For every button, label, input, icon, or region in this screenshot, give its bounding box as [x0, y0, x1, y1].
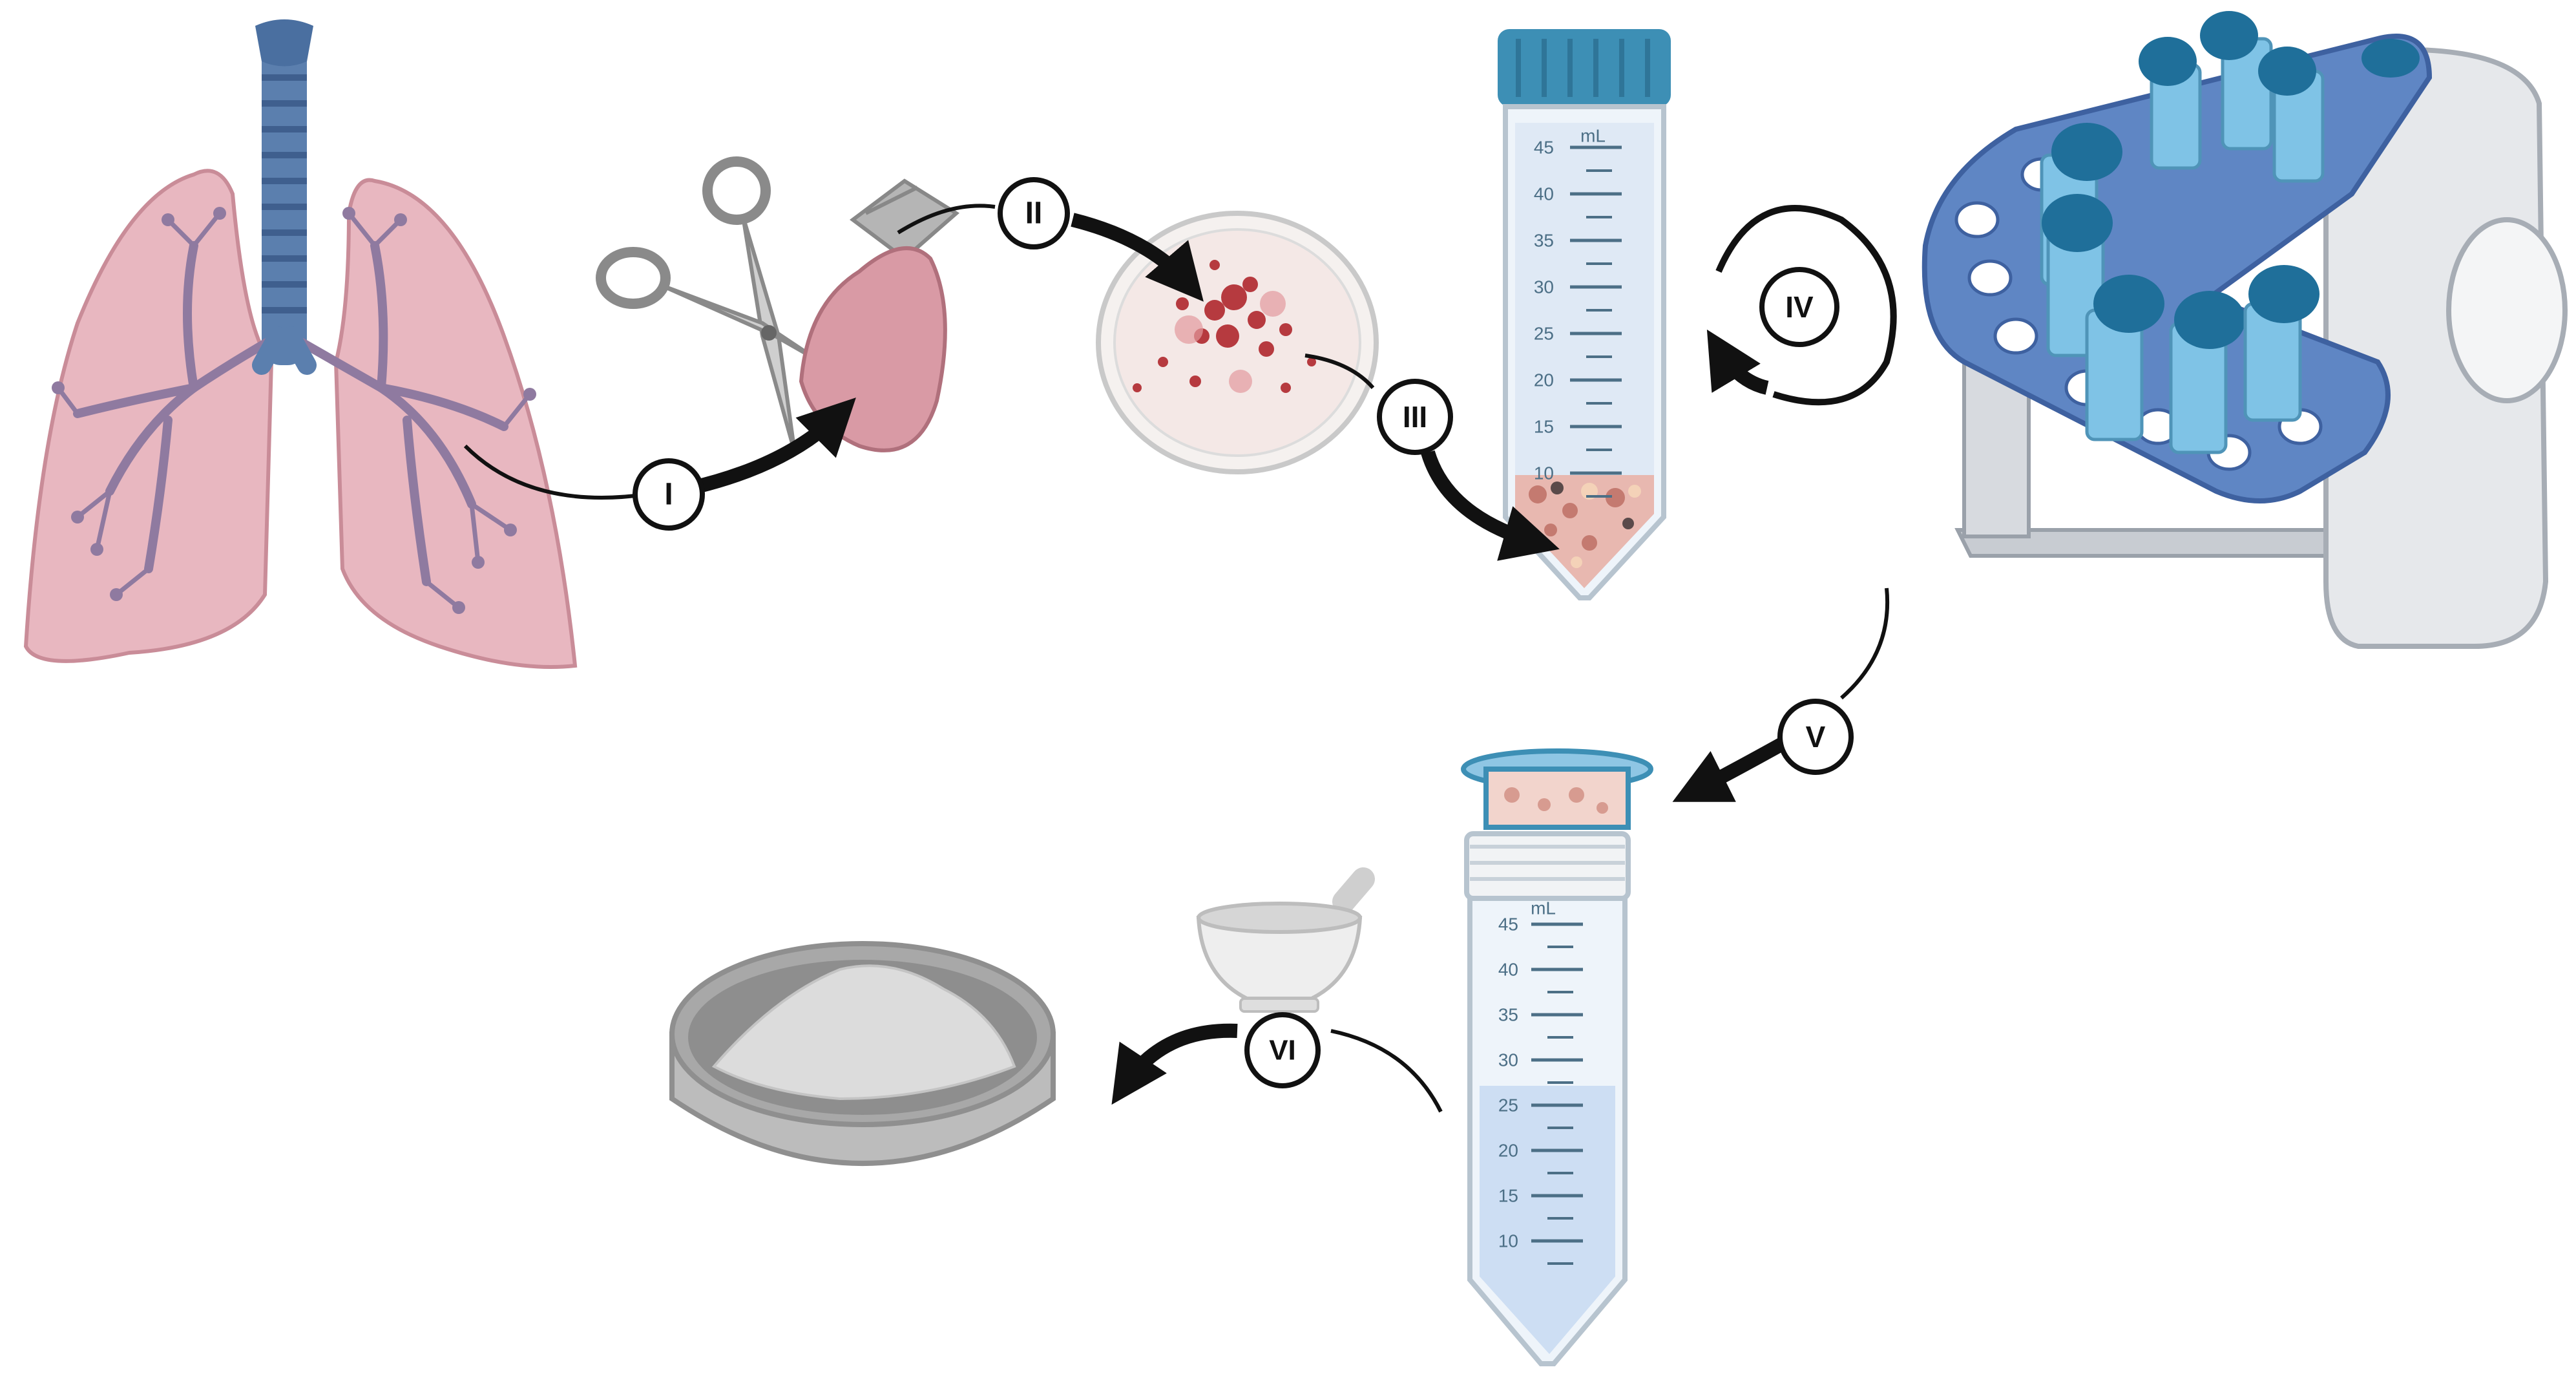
tube1-tick-label: 15 [1534, 417, 1554, 437]
scissors-icon [596, 156, 822, 453]
tube-rotator [1922, 11, 2568, 649]
tube-scale: 45 40 35 30 25 20 15 10 [1534, 138, 1622, 498]
petri-dish-powder [669, 941, 1056, 1166]
tube1-tick-label: 20 [1534, 370, 1554, 390]
rotator-knob [2446, 217, 2568, 403]
arrow-step-5b [1672, 737, 1787, 802]
conical-tube-with-tissue: mL 45 40 35 30 25 20 15 10 [1498, 29, 1671, 600]
filtrate-liquid [1480, 1086, 1615, 1354]
tube2-tick-label: 30 [1498, 1050, 1518, 1070]
arrow-step-5 [1840, 587, 1890, 700]
arrow-step-3 [1304, 354, 1375, 389]
step-labels: I II III IV V VI [633, 177, 1854, 1088]
svg-text:IV: IV [1785, 290, 1814, 324]
decellularized-powder [711, 964, 1016, 1101]
arrow-step-4-head [1706, 329, 1769, 395]
left-lung [23, 169, 274, 663]
tube1-tick-label: 10 [1534, 463, 1554, 483]
right-lung [333, 178, 578, 669]
razor-blade-icon [850, 178, 960, 261]
step-label-1: I [633, 458, 705, 531]
tube1-tick-label: 45 [1534, 138, 1554, 158]
step-label-5: V [1777, 699, 1854, 775]
arrow-step-2 [897, 204, 996, 235]
tube2-tick-label: 35 [1498, 1005, 1518, 1025]
process-arrows [463, 204, 1897, 1113]
cell-strainer-on-tube [1461, 748, 1653, 830]
svg-text:VI: VI [1269, 1035, 1296, 1066]
alveoli-dots [52, 207, 536, 614]
tube2-tick-label: 40 [1498, 960, 1518, 980]
step-label-2: II [998, 177, 1070, 249]
step-label-3: III [1377, 379, 1453, 455]
arrow-step-1 [463, 444, 647, 500]
tube2-tick-label: 15 [1498, 1186, 1518, 1206]
arrow-step-6b [1111, 1023, 1238, 1105]
arrow-step-4-loop [1715, 205, 1897, 406]
svg-text:II: II [1025, 196, 1043, 231]
tube1-tick-label: 25 [1534, 324, 1554, 344]
svg-text:III: III [1403, 400, 1427, 434]
tube2-tick-label: 25 [1498, 1096, 1518, 1116]
tissue-fragments-in-tube [1515, 475, 1654, 588]
trachea [255, 19, 313, 365]
tube-unit-label: mL [1580, 126, 1606, 146]
arrow-step-2b [1071, 213, 1204, 302]
tube1-tick-label: 35 [1534, 231, 1554, 251]
tube2-tick-label: 45 [1498, 915, 1518, 935]
rotator-tubes [2040, 11, 2420, 454]
arrow-step-1b [689, 397, 856, 495]
tube1-tick-label: 40 [1534, 184, 1554, 204]
step-label-6: VI [1244, 1012, 1321, 1088]
tube2-tick-label: 20 [1498, 1141, 1518, 1161]
arrow-step-3b [1421, 450, 1560, 561]
lungs-illustration [23, 19, 578, 669]
conical-tube-filtrate: mL 45 40 35 30 25 20 15 10 [1464, 831, 1631, 1366]
tube1-tick-label: 30 [1534, 277, 1554, 297]
bronchial-tree [56, 211, 532, 610]
arrow-step-6 [1330, 1029, 1443, 1113]
tube-scale-2: 45 40 35 30 25 20 15 10 [1498, 915, 1583, 1265]
step-label-4: IV [1759, 267, 1839, 347]
tube-unit-label-2: mL [1531, 898, 1556, 918]
svg-text:I: I [664, 478, 673, 512]
tube2-tick-label: 10 [1498, 1231, 1518, 1251]
svg-text:V: V [1806, 720, 1826, 754]
mortar-and-pestle-icon [1196, 867, 1375, 1013]
